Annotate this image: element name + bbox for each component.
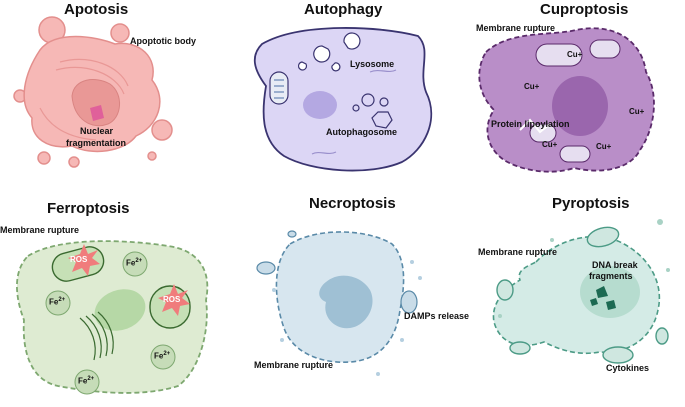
autophagy-panel: [253, 27, 433, 172]
copper-ion-label: Cu+: [567, 50, 583, 59]
iron-ion-label: Fe2+: [78, 376, 95, 386]
apoptosis-title: Apotosis: [64, 1, 129, 18]
copper-ion-label: Cu+: [596, 142, 612, 151]
mitochondrion-icon: [269, 71, 289, 105]
membrane-rupture-label: Membrane rupture: [0, 225, 80, 235]
necroptosis-title: Necroptosis: [309, 195, 396, 212]
fragments-label: fragments: [589, 271, 633, 281]
ferroptosis-nucleus: [94, 289, 146, 331]
lysosome-label: Lysosome: [350, 59, 395, 69]
fragmentation-label: fragmentation: [66, 138, 127, 148]
cuproptosis-title: Cuproptosis: [540, 1, 629, 18]
protein-lipoylation-label: Protein lipoylation: [491, 119, 570, 129]
membrane-rupture-label: Membrane rupture: [478, 247, 558, 257]
damps-release-label: DAMPs release: [404, 311, 470, 321]
copper-ion-label: Cu+: [542, 140, 558, 149]
iron-ion-label: Fe2+: [154, 351, 171, 361]
necroptosis-panel: [256, 230, 422, 376]
copper-ion-label: Cu+: [629, 107, 645, 116]
autophagy-nucleus: [303, 91, 337, 119]
cytokines-label: Cytokines: [606, 363, 650, 373]
golgi-icon: [79, 311, 114, 361]
dna-break-label: DNA break: [592, 260, 638, 270]
pyroptosis-panel: [492, 219, 670, 364]
vesicle-icon: [256, 230, 418, 314]
dna-fragment-icon: [590, 286, 616, 310]
iron-ion-label: Fe2+: [49, 297, 66, 307]
cytokine-icon: [496, 226, 669, 364]
copper-ion-label: Cu+: [524, 82, 540, 91]
lysosome-icon: [297, 32, 361, 72]
autophagosome-label: Autophagosome: [326, 127, 397, 137]
autophagy-title: Autophagy: [304, 1, 383, 18]
mitochondrion-icon: [529, 39, 621, 163]
membrane-rupture-label: Membrane rupture: [476, 23, 556, 33]
apoptosis-panel: [13, 16, 173, 168]
ferroptosis-panel: [16, 240, 209, 395]
nuclear-fragment: [90, 105, 104, 121]
ferroptosis-title: Ferroptosis: [47, 200, 130, 217]
ros-burst-icon: [68, 244, 190, 316]
cuproptosis-nucleus: [552, 76, 608, 136]
iron-ion-icon: [45, 251, 176, 395]
necroptosis-nucleus: [319, 275, 373, 329]
ros-label: ROS: [70, 255, 88, 264]
apoptotic-nucleus: [71, 79, 120, 127]
apoptotic-body-label: Apoptotic body: [130, 36, 196, 46]
pyroptosis-title: Pyroptosis: [552, 195, 630, 212]
membrane-rupture-label: Membrane rupture: [254, 360, 334, 370]
nuclear-label: Nuclear: [80, 126, 114, 136]
ros-label: ROS: [163, 295, 181, 304]
autophagosome-icon: [352, 93, 393, 129]
iron-ion-label: Fe2+: [126, 258, 143, 268]
cuproptosis-panel: [478, 27, 655, 173]
